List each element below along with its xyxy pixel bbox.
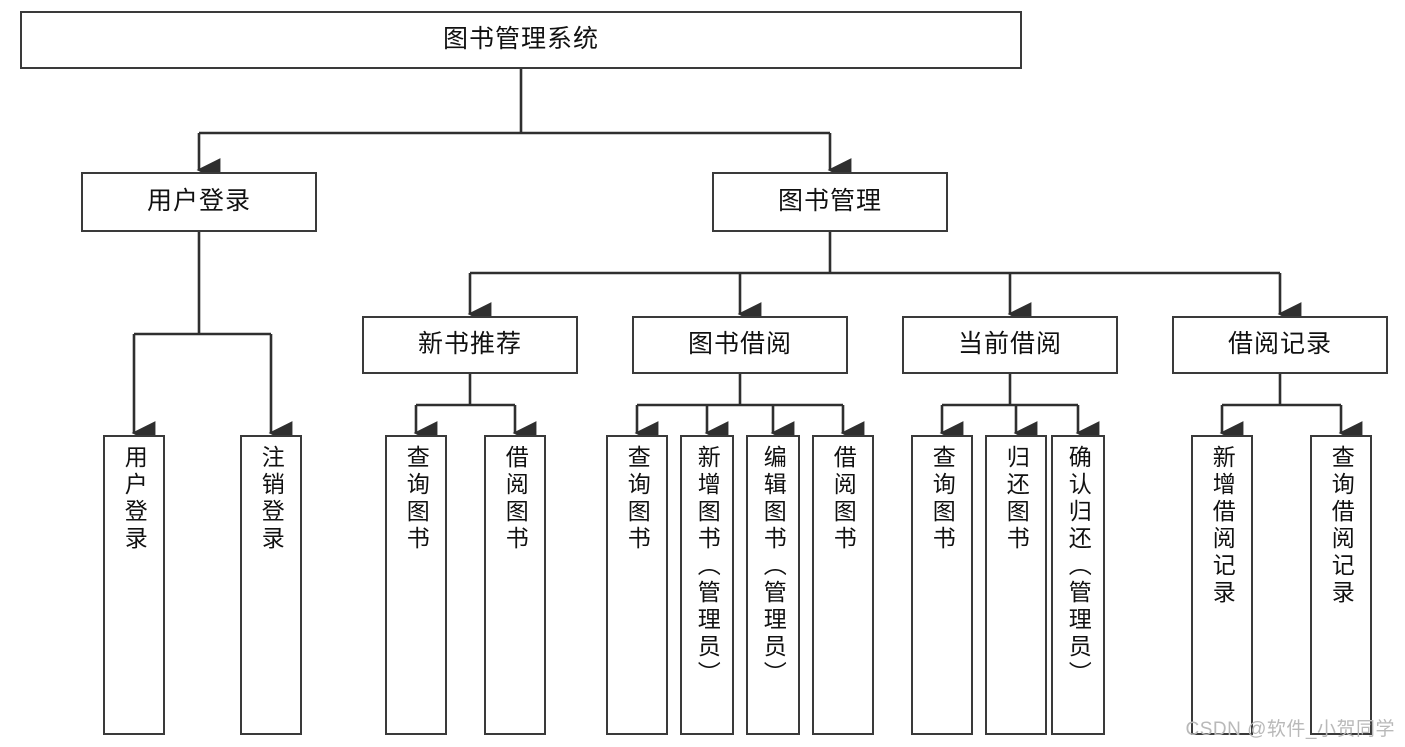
- node-leaf-user-login[interactable]: 用户登录: [103, 435, 165, 735]
- node-borrow-record-label: 借阅记录: [1227, 330, 1332, 359]
- node-leaf-query-book-b[interactable]: 查询图书: [606, 435, 668, 735]
- node-leaf-query-record[interactable]: 查询借阅记录: [1310, 435, 1372, 735]
- node-leaf-confirm-return[interactable]: 确认归还（管理员）: [1051, 435, 1105, 735]
- watermark: CSDN @软件_小贺同学: [1185, 719, 1395, 740]
- node-borrow-record[interactable]: 借阅记录: [1172, 316, 1388, 374]
- node-leaf-query-book-c-label: 查询图书: [929, 445, 956, 553]
- node-leaf-add-record-label: 新增借阅记录: [1209, 445, 1236, 607]
- node-leaf-add-book[interactable]: 新增图书（管理员）: [680, 435, 734, 735]
- node-leaf-edit-book[interactable]: 编辑图书（管理员）: [746, 435, 800, 735]
- node-leaf-confirm-return-label: 确认归还（管理员）: [1065, 445, 1092, 688]
- node-leaf-logout[interactable]: 注销登录: [240, 435, 302, 735]
- node-leaf-borrow-book-a-label: 借阅图书: [502, 445, 529, 553]
- node-new-book-recommend-label: 新书推荐: [417, 330, 522, 359]
- node-book-manage-label: 图书管理: [777, 187, 882, 216]
- node-new-book-recommend[interactable]: 新书推荐: [362, 316, 578, 374]
- node-leaf-borrow-book-b[interactable]: 借阅图书: [812, 435, 874, 735]
- node-leaf-user-login-label: 用户登录: [121, 445, 148, 553]
- node-leaf-borrow-book-a[interactable]: 借阅图书: [484, 435, 546, 735]
- node-leaf-add-record[interactable]: 新增借阅记录: [1191, 435, 1253, 735]
- node-root-label: 图书管理系统: [442, 25, 599, 54]
- node-root[interactable]: 图书管理系统: [20, 11, 1022, 69]
- node-current-borrow[interactable]: 当前借阅: [902, 316, 1118, 374]
- node-leaf-query-book-c[interactable]: 查询图书: [911, 435, 973, 735]
- node-leaf-query-book-b-label: 查询图书: [624, 445, 651, 553]
- node-leaf-return-book-label: 归还图书: [1003, 445, 1030, 553]
- node-leaf-edit-book-label: 编辑图书（管理员）: [760, 445, 787, 688]
- node-book-manage[interactable]: 图书管理: [712, 172, 948, 232]
- node-leaf-borrow-book-b-label: 借阅图书: [830, 445, 857, 553]
- node-leaf-add-book-label: 新增图书（管理员）: [694, 445, 721, 688]
- node-leaf-query-book-a[interactable]: 查询图书: [385, 435, 447, 735]
- node-user-login[interactable]: 用户登录: [81, 172, 317, 232]
- node-book-borrow-label: 图书借阅: [687, 330, 792, 359]
- node-book-borrow[interactable]: 图书借阅: [632, 316, 848, 374]
- node-leaf-query-record-label: 查询借阅记录: [1328, 445, 1355, 607]
- node-leaf-return-book[interactable]: 归还图书: [985, 435, 1047, 735]
- node-leaf-logout-label: 注销登录: [258, 445, 285, 553]
- node-current-borrow-label: 当前借阅: [957, 330, 1062, 359]
- node-leaf-query-book-a-label: 查询图书: [403, 445, 430, 553]
- node-user-login-label: 用户登录: [146, 187, 251, 216]
